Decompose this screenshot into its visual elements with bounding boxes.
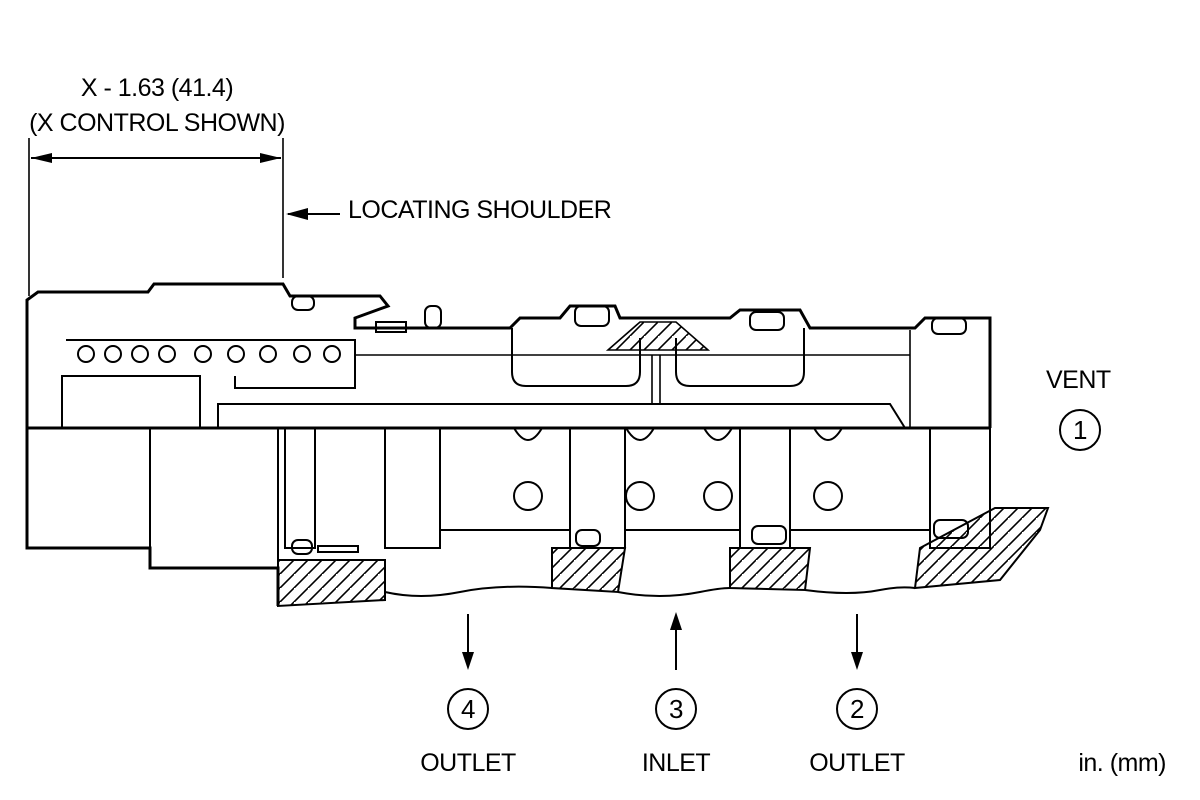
oring-icon	[291, 295, 315, 311]
cartridge-body	[25, 282, 992, 606]
port-number: 4	[461, 694, 475, 724]
spring-chamber	[66, 339, 356, 389]
oring-icon	[931, 317, 967, 335]
sleeve-land-1	[284, 428, 316, 549]
port-label: OUTLET	[420, 749, 516, 777]
port-number-circle	[1059, 409, 1101, 451]
port-label: INLET	[642, 749, 711, 777]
arrow-up-icon	[670, 612, 682, 630]
locating-shoulder-label: LOCATING SHOULDER	[348, 196, 611, 224]
center-land-section	[605, 321, 711, 351]
port-outlet-4: 4 OUTLET	[420, 688, 517, 777]
port-number: 3	[669, 694, 683, 724]
spring	[77, 345, 341, 363]
half-hole-icon	[513, 427, 543, 441]
cavity-wall-1	[277, 559, 386, 608]
half-hole-icon	[813, 427, 843, 441]
oring-icon	[749, 311, 785, 331]
outlet-2-break	[804, 586, 916, 594]
sleeve-groove-1	[511, 328, 641, 387]
sleeve-land-2	[384, 428, 441, 549]
port-number-circle	[655, 688, 697, 730]
dimension-arrow-left-icon	[31, 153, 52, 163]
spool-rod	[217, 403, 906, 429]
arrow-down-icon	[462, 652, 474, 670]
half-hole-icon	[625, 427, 655, 441]
oring-icon	[291, 539, 313, 555]
upper-outline	[25, 282, 992, 428]
port-outlet-2: 2 OUTLET	[809, 688, 906, 777]
port-inlet-3: 3 INLET	[642, 688, 711, 777]
sleeve-lower-section	[284, 427, 991, 555]
locating-shoulder-callout: LOCATING SHOULDER	[286, 196, 612, 224]
oring-icon	[575, 529, 601, 547]
seals-upper	[291, 295, 967, 335]
port-number: 2	[850, 694, 864, 724]
port-number-circle	[836, 688, 878, 730]
lower-outline	[25, 428, 280, 606]
locating-shoulder-arrow-icon	[286, 208, 308, 220]
port-number: 1	[1073, 415, 1087, 445]
dimension-annotation: X - 1.63 (41.4) (X CONTROL SHOWN)	[28, 74, 285, 296]
dimension-note: (X CONTROL SHOWN)	[29, 109, 285, 137]
flow-arrows	[462, 612, 863, 670]
manifold-cavity	[277, 507, 1050, 608]
dimension-value: X - 1.63 (41.4)	[81, 74, 233, 102]
backup-ring-icon	[375, 321, 407, 333]
oring-icon	[424, 305, 442, 329]
spring-housing	[61, 375, 201, 428]
port-vent: VENT 1	[1046, 366, 1111, 451]
dimension-arrow-right-icon	[260, 153, 281, 163]
inlet-3-break	[617, 587, 731, 597]
port-label: OUTLET	[809, 749, 905, 777]
cross-hole-icon	[703, 481, 733, 511]
cross-hole-icon	[625, 481, 655, 511]
cross-hole-icon	[513, 481, 543, 511]
port-number-circle	[447, 688, 489, 730]
arrow-down-icon	[851, 652, 863, 670]
cavity-wall-4	[913, 507, 1050, 590]
backup-ring-icon	[317, 545, 359, 553]
port-label: VENT	[1046, 366, 1111, 394]
half-hole-icon	[703, 427, 733, 441]
units-note: in. (mm)	[1078, 749, 1166, 777]
cross-hole-icon	[813, 481, 843, 511]
sleeve-groove-2	[675, 328, 805, 387]
cavity-wall-2	[551, 547, 627, 594]
cavity-wall-3	[729, 547, 812, 592]
oring-icon	[751, 525, 787, 545]
oring-icon	[574, 305, 610, 327]
sleeve-land-4	[739, 428, 791, 549]
outlet-4-break	[384, 585, 553, 597]
